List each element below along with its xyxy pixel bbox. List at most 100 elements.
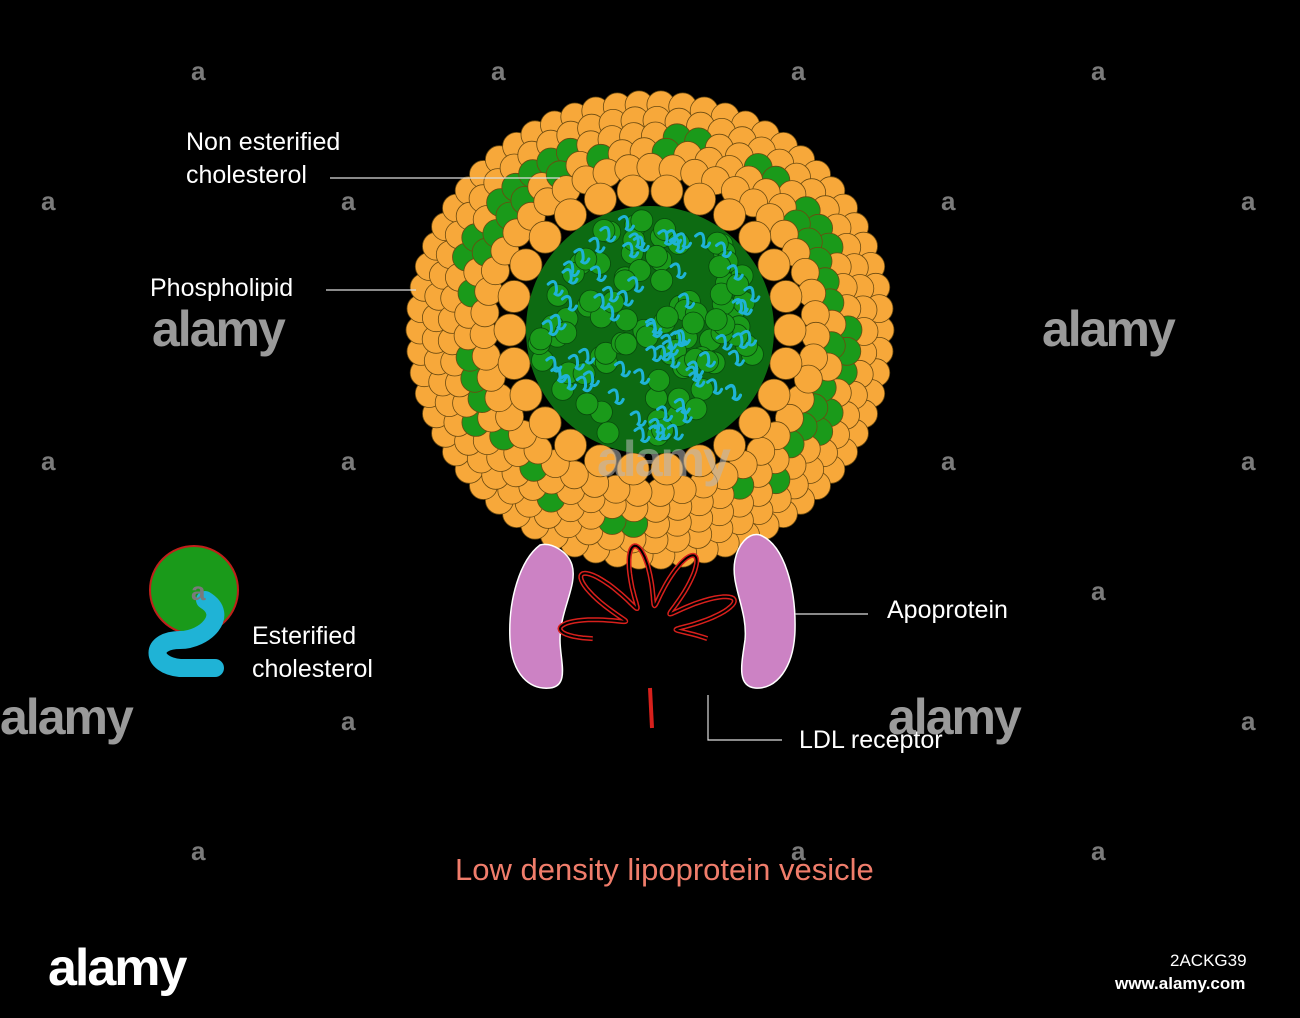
label-esterified-line2: cholesterol: [252, 655, 373, 683]
watermark-brand: alamy: [0, 689, 134, 745]
fatty-acid-tail: [546, 280, 564, 297]
fatty-acid-tail: [675, 232, 692, 249]
fatty-acid-tail: [617, 215, 635, 232]
watermark-mark: a: [1091, 56, 1106, 86]
watermark-mark: a: [1241, 186, 1256, 216]
label-apoprotein: Apoprotein: [887, 596, 1008, 624]
watermark-mark: a: [41, 186, 56, 216]
phospholipid-head: [584, 182, 617, 216]
phospholipid-head: [793, 364, 823, 394]
esterified-cholesterol-icon: [148, 545, 239, 677]
watermark-mark: a: [191, 56, 206, 86]
phospholipid-head: [497, 347, 531, 380]
watermark-mark: a: [941, 186, 956, 216]
fatty-acid-tail: [607, 388, 625, 405]
fatty-acid-tail: [657, 229, 675, 246]
core-cholesterol-ester: [681, 311, 705, 335]
label-non-esterified: Non esterified cholesterol: [186, 126, 340, 192]
core-cholesterol-ester: [704, 308, 728, 332]
alamy-logo: alamy: [48, 939, 187, 997]
watermark-mark: a: [191, 836, 206, 866]
watermark-mark: a: [341, 186, 356, 216]
diagram-title: Low density lipoprotein vesicle: [455, 852, 874, 887]
fatty-acid-tail: [727, 349, 745, 367]
watermark-mark: a: [791, 56, 806, 86]
core-cholesterol-ester: [575, 392, 599, 416]
core-cholesterol-ester: [594, 341, 618, 365]
watermark-mark: a: [491, 56, 506, 86]
phospholipid-head: [769, 347, 803, 380]
phospholipid-head: [713, 428, 746, 462]
phospholipid-head: [509, 248, 543, 282]
core-cholesterol-ester: [529, 327, 553, 351]
core-cholesterol-ester: [614, 332, 638, 356]
receptor-chain-inner: [558, 544, 736, 640]
fatty-acid-tail: [578, 347, 596, 365]
fatty-acid-tail: [725, 384, 742, 402]
fatty-acid-tail: [567, 353, 585, 371]
fatty-acid-tail: [573, 247, 591, 265]
apoprotein-left: [509, 543, 574, 689]
label-ldl-receptor: LDL receptor: [799, 726, 943, 754]
leader-ldl-receptor: [707, 695, 782, 741]
phospholipid-head: [616, 452, 650, 486]
phospholipid-head: [650, 452, 684, 486]
legend-ester-tail: [148, 591, 225, 677]
fatty-acid-tail: [661, 339, 679, 357]
phospholipid-head: [554, 428, 587, 462]
ldl-particle: [405, 90, 895, 570]
fatty-acid-tail: [669, 262, 687, 280]
fatty-acid-tail: [560, 294, 578, 312]
fatty-acid-tail: [613, 360, 631, 378]
phospholipid-head: [616, 174, 650, 208]
fatty-acid-tail: [563, 260, 580, 277]
phospholipid-head: [769, 280, 803, 313]
watermark-mark: a: [341, 446, 356, 476]
fatty-acid-tail: [654, 344, 672, 362]
phospholipid-head: [497, 280, 531, 313]
phospholipid-head: [713, 198, 746, 232]
fatty-acid-tail: [726, 264, 744, 281]
fatty-acid-tail: [561, 268, 579, 285]
fatty-acid-tail: [559, 374, 577, 391]
fatty-acid-tail: [715, 241, 732, 259]
phospholipid-head: [738, 406, 772, 440]
fatty-acid-tail: [633, 368, 651, 385]
fatty-acid-tail: [588, 236, 606, 254]
fatty-acid-tail: [549, 313, 567, 331]
fatty-acid-tail: [731, 298, 749, 315]
core-cholesterol-ester: [726, 273, 750, 297]
fatty-acid-tail: [699, 351, 716, 368]
watermark-mark: a: [41, 446, 56, 476]
fatty-acid-tail: [685, 365, 703, 383]
watermark-mark: a: [1091, 836, 1106, 866]
watermark-mark: a: [1091, 576, 1106, 606]
fatty-acid-tail: [541, 319, 559, 337]
fatty-acid-tail: [616, 289, 634, 307]
ldl-receptor-loops: [557, 543, 737, 729]
fatty-acid-tail: [602, 285, 619, 303]
fatty-acid-tail: [645, 321, 663, 338]
watermark-brand: alamy: [1042, 301, 1176, 357]
apoprotein-right: [733, 533, 796, 689]
leader-lines: [326, 177, 868, 741]
phospholipid-head: [528, 406, 562, 440]
fatty-acid-tail: [629, 410, 647, 427]
fatty-acid-tail: [622, 241, 640, 259]
phospholipid-head: [554, 198, 587, 232]
phospholipid-head: [757, 248, 791, 282]
fatty-acid-tail: [550, 366, 568, 384]
label-non-esterified-line1: Non esterified: [186, 128, 341, 156]
core-cholesterol-ester: [630, 209, 654, 233]
core-cholesterol-ester: [655, 305, 679, 329]
watermark-mark: a: [941, 446, 956, 476]
label-phospholipid: Phospholipid: [150, 274, 294, 302]
core-cholesterol-ester: [574, 247, 598, 271]
core-cholesterol-ester: [647, 368, 671, 392]
watermark-brand: alamy: [152, 301, 286, 357]
core-cholesterol-ester: [596, 421, 620, 445]
fatty-acid-tail: [675, 406, 693, 424]
phospholipid-head: [757, 378, 791, 412]
watermark-mark: a: [1241, 446, 1256, 476]
